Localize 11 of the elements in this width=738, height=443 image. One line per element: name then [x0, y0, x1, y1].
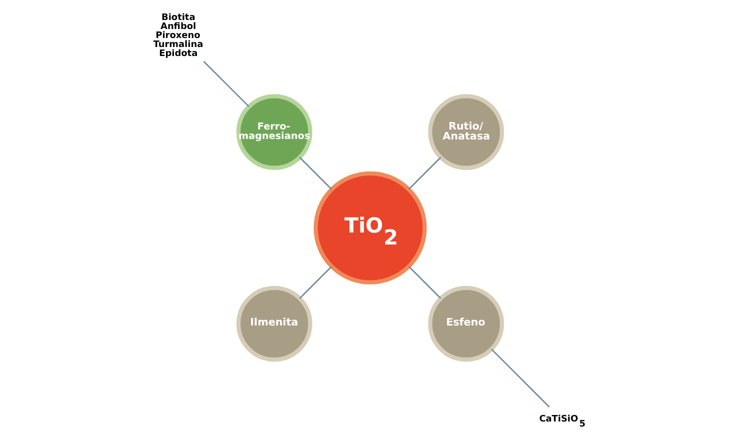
- connector: [299, 156, 332, 190]
- node-circle: Esfeno: [428, 286, 504, 362]
- connector: [491, 348, 550, 408]
- node-text: Biotita Anfibol Piroxeno Turmalina Epidota: [153, 13, 204, 60]
- node-circle: Ferro- magnesianos: [236, 94, 312, 170]
- node-circle: Ilmenita: [236, 286, 312, 362]
- node-circle: Rutio/ Anatasa: [428, 94, 504, 170]
- connector: [299, 266, 332, 299]
- connector: [203, 60, 250, 108]
- connector: [408, 156, 442, 190]
- connector: [408, 266, 442, 299]
